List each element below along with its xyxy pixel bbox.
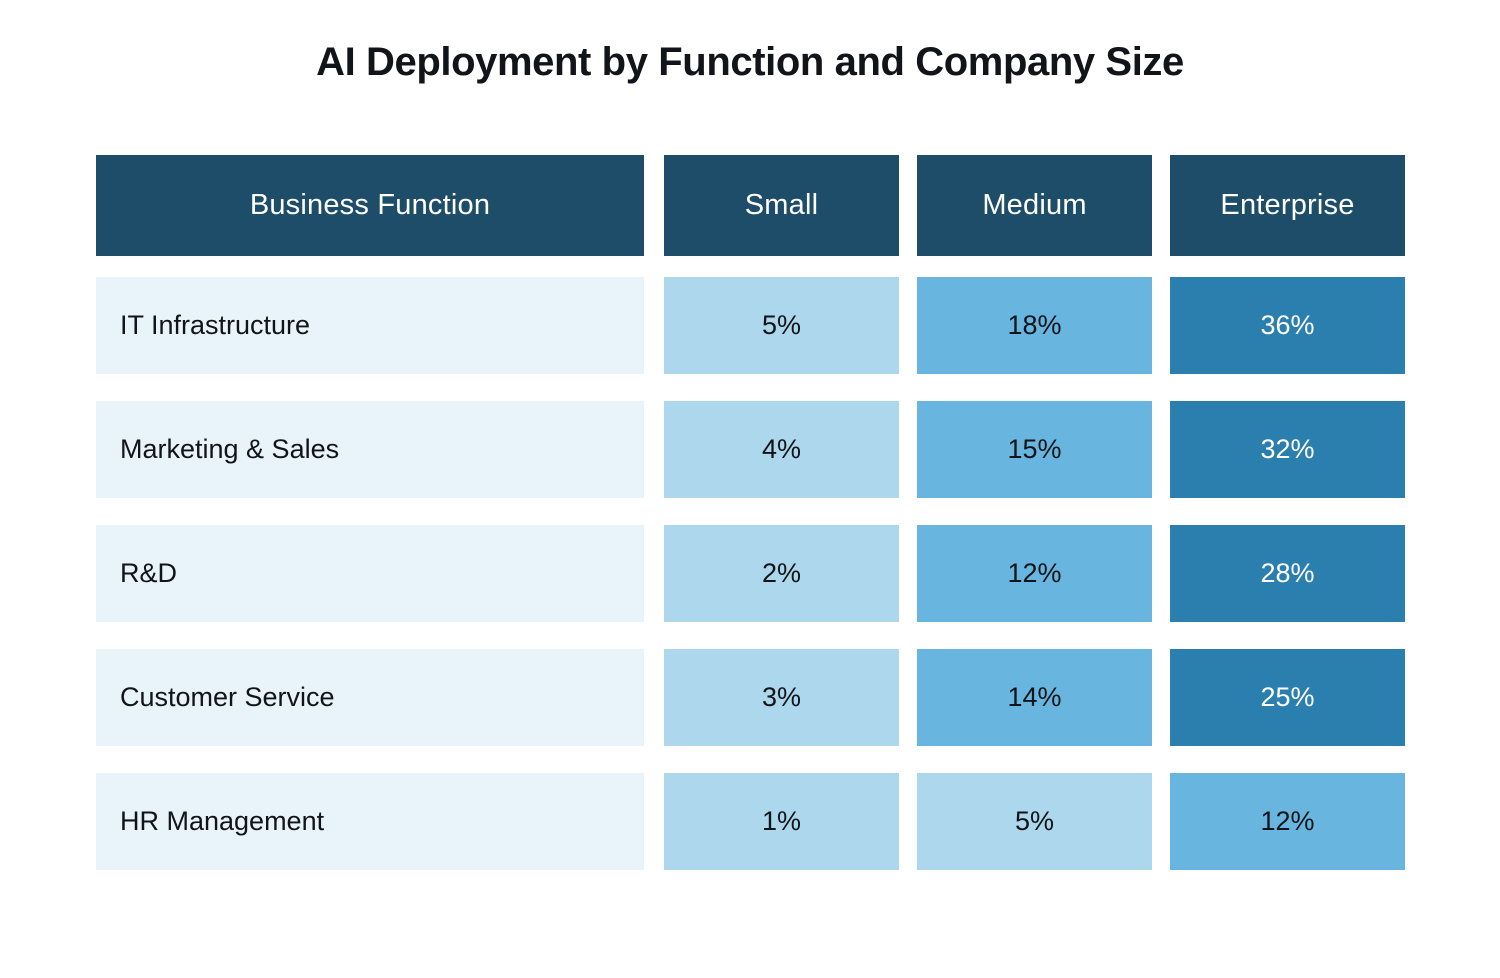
cell-medium: 15% <box>917 401 1152 498</box>
column-gap <box>644 155 664 256</box>
cell-small: 2% <box>664 525 899 622</box>
column-header-enterprise[interactable]: Enterprise <box>1170 155 1405 256</box>
cell-medium: 12% <box>917 525 1152 622</box>
column-gap <box>899 649 917 746</box>
cell-enterprise: 32% <box>1170 401 1405 498</box>
column-gap <box>1152 277 1170 374</box>
column-gap <box>899 773 917 870</box>
column-gap <box>899 401 917 498</box>
table-row: Customer Service 3% 14% 25% <box>96 649 1405 746</box>
column-gap <box>1152 525 1170 622</box>
cell-enterprise: 12% <box>1170 773 1405 870</box>
cell-medium: 5% <box>917 773 1152 870</box>
table-header-row: Business Function Small Medium Enterpris… <box>96 155 1405 256</box>
column-gap <box>644 649 664 746</box>
column-gap <box>644 525 664 622</box>
cell-enterprise: 25% <box>1170 649 1405 746</box>
column-gap <box>899 525 917 622</box>
row-label: R&D <box>96 525 644 622</box>
cell-small: 1% <box>664 773 899 870</box>
cell-small: 5% <box>664 277 899 374</box>
column-gap <box>1152 773 1170 870</box>
table-row: HR Management 1% 5% 12% <box>96 773 1405 870</box>
column-gap <box>1152 401 1170 498</box>
column-gap <box>899 155 917 256</box>
column-header-business-function[interactable]: Business Function <box>96 155 644 256</box>
column-gap <box>644 401 664 498</box>
cell-small: 4% <box>664 401 899 498</box>
page-title: AI Deployment by Function and Company Si… <box>316 40 1184 84</box>
column-gap <box>1152 155 1170 256</box>
column-gap <box>644 773 664 870</box>
column-header-medium[interactable]: Medium <box>917 155 1152 256</box>
cell-small: 3% <box>664 649 899 746</box>
heatmap-table: Business Function Small Medium Enterpris… <box>96 155 1405 870</box>
table-row: Marketing & Sales 4% 15% 32% <box>96 401 1405 498</box>
cell-medium: 18% <box>917 277 1152 374</box>
cell-medium: 14% <box>917 649 1152 746</box>
cell-enterprise: 28% <box>1170 525 1405 622</box>
row-label: IT Infrastructure <box>96 277 644 374</box>
row-label: HR Management <box>96 773 644 870</box>
cell-enterprise: 36% <box>1170 277 1405 374</box>
row-label: Marketing & Sales <box>96 401 644 498</box>
column-header-small[interactable]: Small <box>664 155 899 256</box>
table-row: R&D 2% 12% 28% <box>96 525 1405 622</box>
column-gap <box>1152 649 1170 746</box>
column-gap <box>899 277 917 374</box>
table-row: IT Infrastructure 5% 18% 36% <box>96 277 1405 374</box>
column-gap <box>644 277 664 374</box>
row-label: Customer Service <box>96 649 644 746</box>
